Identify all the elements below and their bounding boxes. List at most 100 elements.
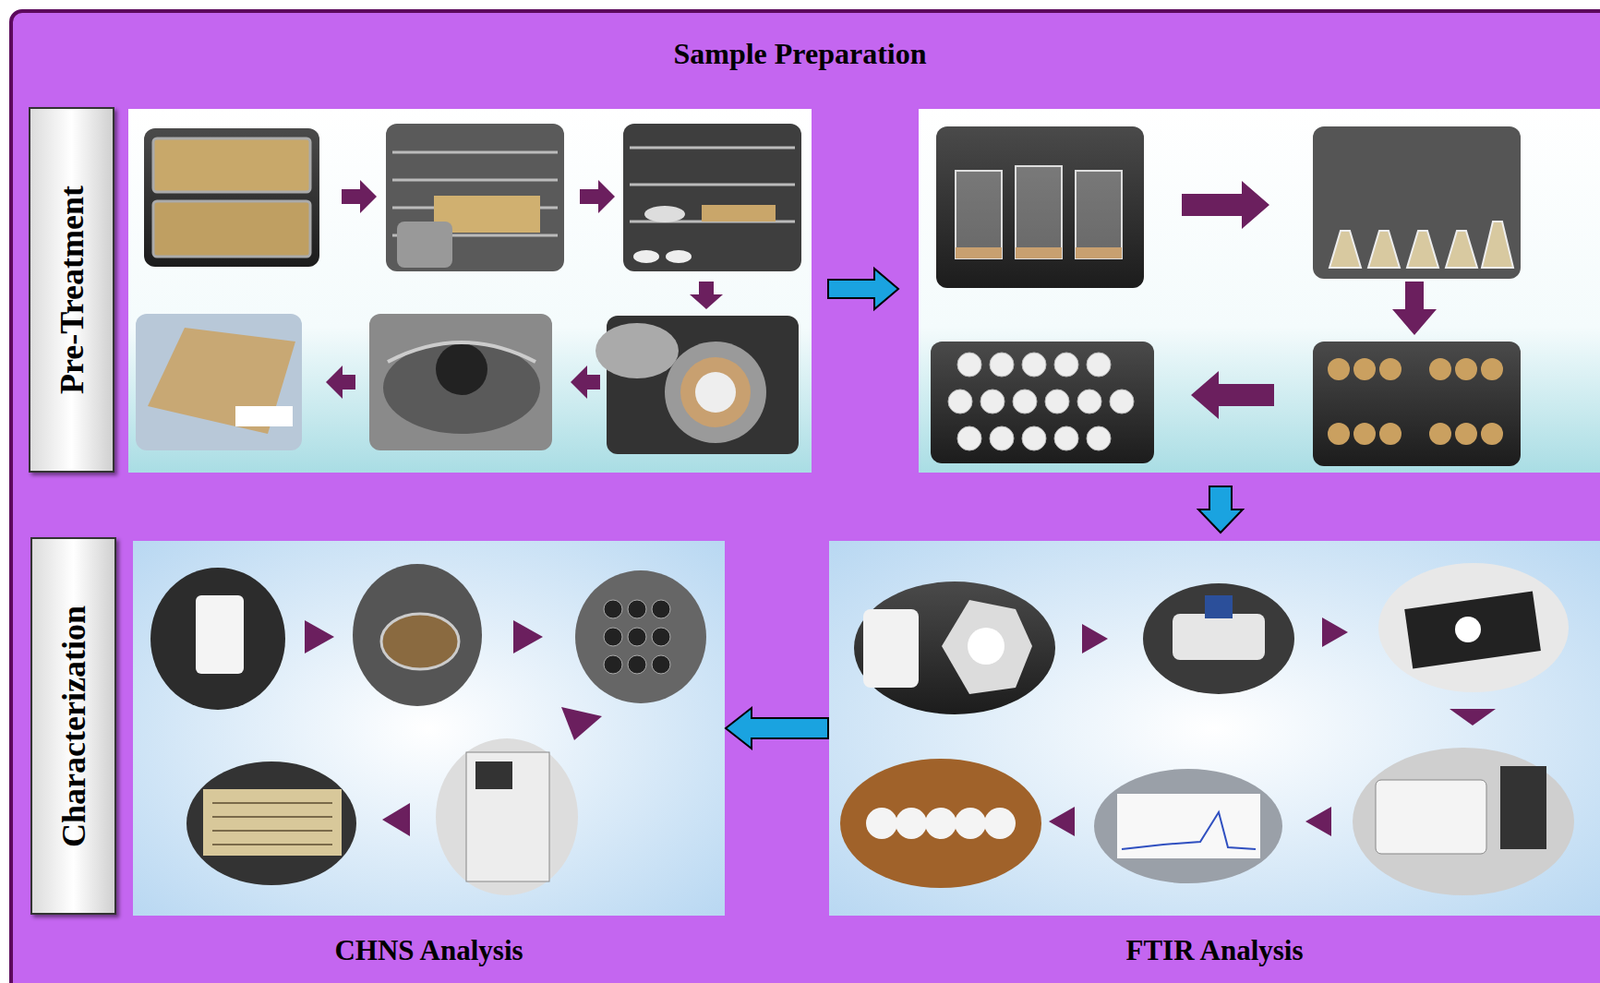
photo [1352,747,1575,896]
clamp [387,342,536,362]
flasks [1329,221,1514,268]
beakers [955,166,1122,259]
powder [147,327,296,434]
puck [695,372,736,413]
chns-photos [150,564,707,896]
photo [369,313,553,451]
stage-label: Characterization [54,605,94,848]
photo-mill [595,315,799,455]
step-arrow [341,180,377,214]
sample [680,357,751,428]
holder [1500,766,1547,850]
photo [135,313,302,451]
step-triangle [382,803,410,837]
photo-beakers [936,126,1144,289]
step-arrow [570,365,601,399]
glove [396,221,453,268]
chns-panel [132,541,725,916]
photo [854,581,1056,715]
photo [352,564,482,707]
step-triangle [561,707,602,741]
dish [665,250,692,264]
photo [840,758,1042,889]
panel-heading: FTIR Analysis [829,934,1600,968]
diagram-title: Sample Preparation [0,36,1600,72]
analyser [466,752,550,882]
press-head [1204,595,1233,619]
photo [1378,563,1569,693]
lid [595,323,679,379]
stage-arrow [1198,486,1243,533]
photo [186,761,357,886]
stage-label: Pre-Treatment [52,185,92,395]
display [475,761,513,790]
dish [633,250,660,264]
photo [1312,341,1521,467]
photo [385,123,565,272]
cups [1327,358,1504,446]
sample-dish [381,613,459,670]
photo [144,128,320,267]
holder [1404,591,1541,670]
ftir-photos [840,563,1575,896]
step-arrow [1181,180,1270,229]
pellet [1455,616,1481,643]
ftir-panel [829,541,1600,916]
dish [644,205,686,223]
extraction-panel [918,108,1600,473]
pretreatment-panel [128,108,812,473]
step-triangle [1449,709,1496,726]
photo [930,341,1155,464]
photo [1312,126,1521,279]
stage-label-box: Pre-Treatment [28,107,115,473]
cups [948,352,1134,451]
shelves [629,147,795,222]
analysis-panel: CHNS Analysis [132,541,725,916]
step-arrow [1392,281,1437,336]
plate [383,341,541,434]
tag [235,406,293,427]
photo [1094,769,1283,884]
step-triangle [513,620,543,654]
photo [435,738,578,896]
photo [623,123,802,272]
standard-bottle [195,595,244,674]
result-rows [212,803,333,845]
photo-trays [144,128,320,267]
bowl [664,341,767,444]
step-arrow [325,365,356,399]
spectrum [1121,812,1256,850]
sample [955,247,1122,259]
step-triangle [1048,806,1075,837]
step-triangle [304,620,335,654]
pellets [866,807,1016,840]
step-arrow [1190,371,1275,420]
analysis-panel: FTIR Analysis [829,541,1600,916]
tray [153,201,311,257]
photo [575,570,707,704]
autosampler [603,600,671,674]
powder [967,627,1005,665]
screen [1117,793,1261,859]
step-arrows [325,180,1437,420]
tray [153,138,311,193]
tray [701,204,776,222]
photo-powder [135,313,302,451]
step-triangle [1322,617,1348,648]
photo-flasks [1312,126,1521,279]
step-triangle [1082,624,1108,654]
photo-cups [1312,341,1521,467]
results-screen [203,789,342,856]
press [1172,613,1265,661]
step-triangles [304,617,1496,837]
step-arrow [689,281,723,310]
step-arrow [579,180,615,214]
photo-oven [385,123,565,272]
photo [1142,583,1295,695]
photo-grinder [369,313,553,451]
photo [150,567,286,710]
panel-heading: CHNS Analysis [132,934,725,968]
